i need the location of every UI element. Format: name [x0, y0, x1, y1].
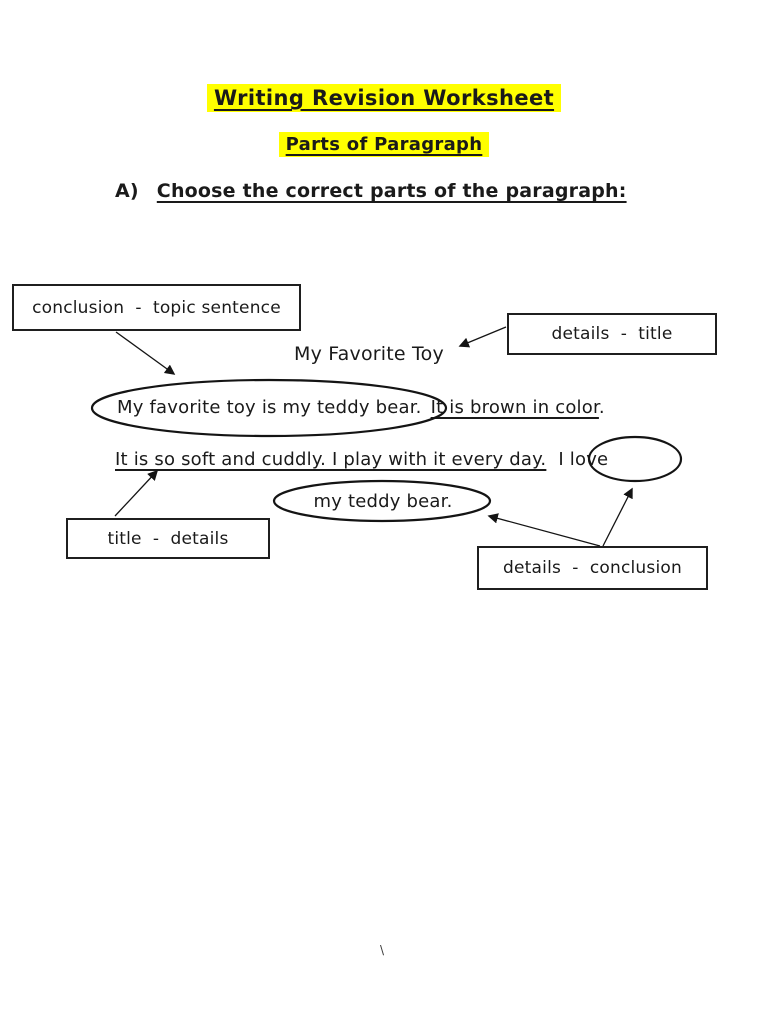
paragraph-line-3: my teddy bear. — [313, 491, 452, 512]
underlined-details-2: It is so soft and cuddly. I play with it… — [115, 449, 547, 470]
arrow-conclusion-topic-to-oval — [115, 331, 176, 375]
page-title: Writing Revision Worksheet — [0, 84, 768, 112]
answer-box-label: conclusion - topic sentence — [32, 297, 281, 318]
answer-box-details-conclusion[interactable]: details - conclusion — [477, 546, 708, 590]
paragraph-line-1: My favorite toy is my teddy bear. It is b… — [117, 397, 605, 418]
circled-topic-sentence: My favorite toy is my teddy bear. — [117, 397, 422, 418]
paragraph-line-2: It is so soft and cuddly. I play with it… — [115, 449, 608, 470]
answer-box-label: title - details — [107, 528, 229, 549]
page-subtitle-text: Parts of Paragraph — [278, 132, 490, 157]
answer-box-details-title[interactable]: details - title — [507, 313, 717, 355]
page-subtitle: Parts of Paragraph — [0, 132, 768, 157]
circled-conclusion-start: I love — [558, 449, 609, 470]
arrow-details-conclusion-to-teddy-oval — [487, 513, 601, 547]
arrow-details-title-to-heading — [458, 326, 507, 348]
answer-box-label: details - conclusion — [503, 558, 682, 578]
line1-period: . — [598, 397, 605, 418]
answer-box-title-details[interactable]: title - details — [66, 518, 270, 559]
circled-conclusion-end: my teddy bear. — [313, 491, 453, 512]
instruction-row: A) Choose the correct parts of the paragr… — [115, 180, 627, 202]
footer-mark: \ — [380, 943, 385, 957]
paragraph-title: My Favorite Toy — [294, 343, 444, 365]
page-title-text: Writing Revision Worksheet — [206, 84, 562, 112]
instruction-text: Choose the correct parts of the paragrap… — [156, 180, 627, 202]
underlined-detail-1: It is brown in color — [430, 397, 599, 418]
answer-box-conclusion-topic-sentence[interactable]: conclusion - topic sentence — [12, 284, 301, 331]
section-label: A) — [115, 180, 139, 202]
arrow-details-conclusion-to-ilove-oval — [602, 487, 633, 547]
answer-box-label: details - title — [551, 324, 673, 344]
arrow-title-details-to-underline — [114, 469, 159, 517]
